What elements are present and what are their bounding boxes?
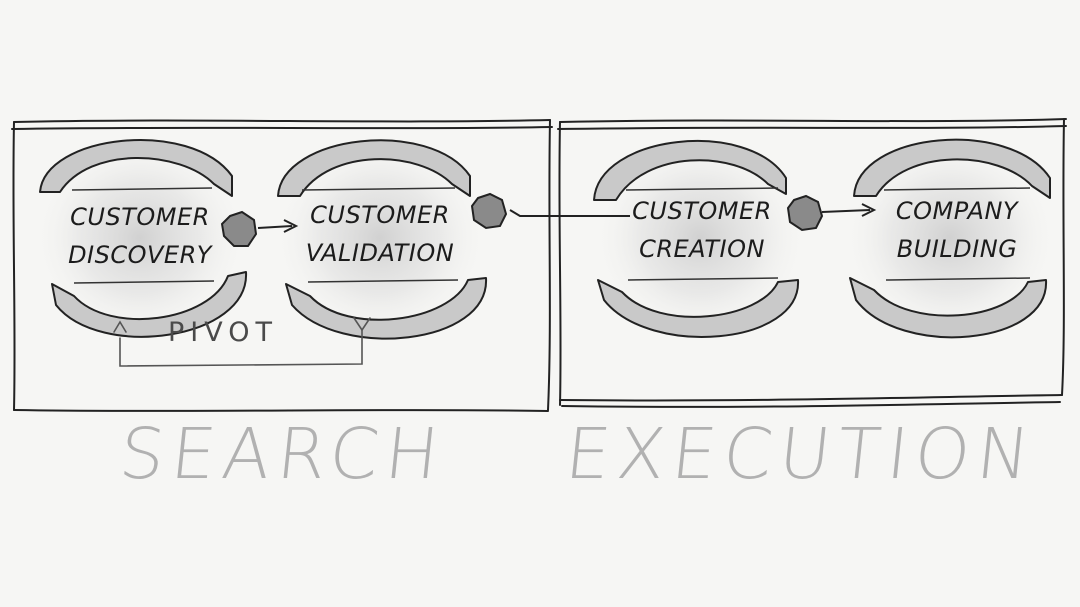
customer-creation-cycle (592, 136, 808, 340)
customer-discovery-cycle (32, 136, 248, 340)
search-phase-label: SEARCH (115, 413, 450, 495)
cycle-arrow-top (593, 140, 787, 201)
cycle-arrow-bottom (849, 277, 1048, 339)
pivot-loop (113, 317, 371, 367)
execution-phase-label: EXECUTION (561, 413, 1041, 495)
connector-discovery-to-validation (220, 210, 299, 247)
customer-validation-label: CUSTOMER VALIDATION (305, 201, 455, 267)
connector-dot (220, 210, 258, 247)
arrow-head (283, 219, 299, 233)
customer-creation-label: CUSTOMER CREATION (632, 197, 772, 263)
cycle-arrow-bottom (285, 277, 488, 340)
cycle-arrow-bottom (597, 279, 800, 338)
pivot-label: PIVOT (168, 317, 278, 348)
company-building-label: COMPANY BUILDING (895, 197, 1019, 263)
arrow-head (861, 203, 877, 217)
cycle-arrow-bottom (51, 271, 248, 338)
connector-creation-to-building (786, 194, 877, 232)
pivot-arrow-head (113, 320, 127, 333)
connector-dot (470, 192, 508, 230)
customer-discovery-label: CUSTOMER DISCOVERY (68, 203, 212, 269)
customer-validation-cycle (272, 136, 488, 340)
execution-phase-box (557, 118, 1067, 408)
search-phase-box (11, 119, 553, 412)
cycle-arrow-top (853, 138, 1051, 199)
connector-validation-to-creation (470, 192, 630, 230)
company-building-cycle (842, 136, 1058, 340)
connector-dot (786, 194, 824, 232)
cycle-arrow-top (39, 139, 233, 197)
cycle-arrow-top (277, 139, 471, 197)
